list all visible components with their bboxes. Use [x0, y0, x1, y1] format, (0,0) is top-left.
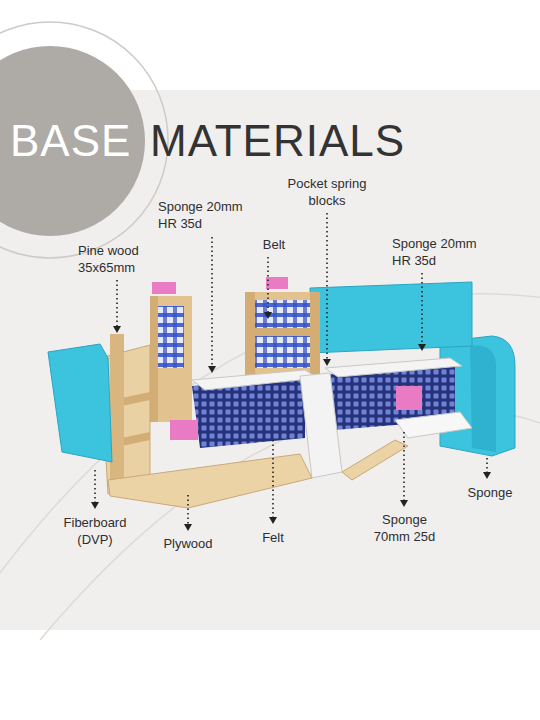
front-plywood: [108, 454, 312, 508]
part-label: Sponge 20mm HR 35d: [158, 199, 246, 232]
title-circle: BASE: [0, 46, 145, 236]
pine-post: [150, 296, 158, 422]
top-sponge: [325, 358, 462, 377]
pine-bar: [245, 328, 320, 336]
pink-pad: [170, 420, 198, 440]
circle-heading: BASE: [10, 119, 131, 163]
leader-lines: [95, 213, 487, 524]
back-frame: [150, 296, 192, 422]
part-label: Belt: [252, 237, 296, 254]
right-arm-face: [470, 345, 496, 452]
part-label: Sponge 20mm HR 35d: [392, 236, 480, 269]
pink-pad: [152, 282, 176, 294]
pink-pad: [266, 277, 288, 289]
back-frame: [245, 292, 320, 377]
top-sponge: [192, 370, 318, 390]
part-label: Fiberboard (DVP): [50, 515, 140, 548]
part-label: Felt: [253, 530, 293, 547]
back-sponge: [310, 282, 472, 353]
part-label: Pine wood 35x65mm: [78, 243, 158, 276]
part-label: Plywood: [153, 536, 223, 553]
page-title: MATERIALS: [150, 119, 405, 163]
part-label: Pocket spring blocks: [277, 176, 377, 209]
leader-arrowheads: [91, 312, 491, 531]
decor-ring: [0, 22, 168, 258]
part-label: Sponge 70mm 25d: [367, 512, 442, 545]
thick-sponge: [395, 412, 472, 438]
pink-pad: [396, 386, 422, 410]
left-arm: [48, 344, 112, 462]
felt-layer: [300, 373, 342, 478]
part-label: Sponge: [452, 485, 528, 502]
front-plywood: [342, 440, 408, 480]
back-belts: [158, 306, 184, 368]
